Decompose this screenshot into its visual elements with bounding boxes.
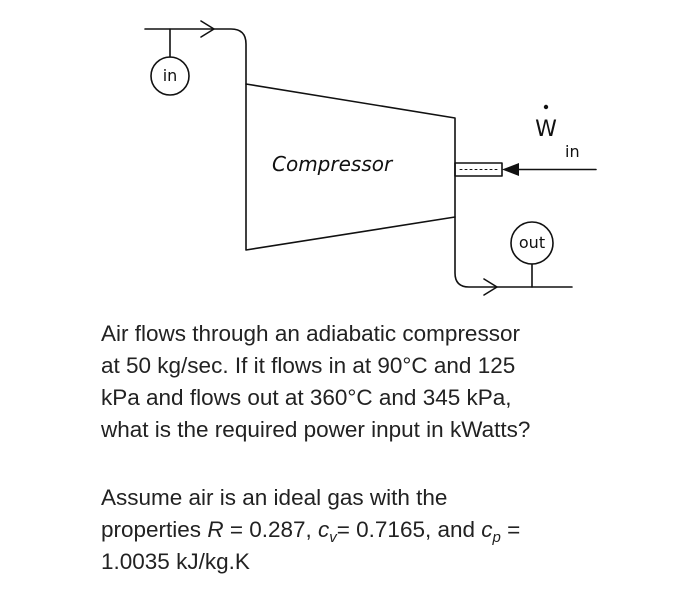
cp-symbol: c xyxy=(481,517,493,542)
inlet-label: in xyxy=(163,66,178,85)
outlet-pipe xyxy=(454,216,573,288)
cv-symbol: c xyxy=(318,517,330,542)
r-symbol: R xyxy=(207,517,224,542)
outlet-flow-arrow xyxy=(483,278,498,296)
cv-subscript: v xyxy=(329,529,337,546)
problem-line-1: Air flows through an adiabatic compresso… xyxy=(101,321,520,346)
assumption-line-1: Assume air is an ideal gas with the xyxy=(101,485,448,510)
assumption-statement: Assume air is an ideal gas with the prop… xyxy=(101,482,681,578)
r-value: = 0.287, xyxy=(223,517,319,542)
compressor-diagram: in out Compressor W in xyxy=(144,20,597,296)
work-input-arrowhead xyxy=(502,163,519,176)
properties-prefix: properties xyxy=(101,517,208,542)
cp-subscript: p xyxy=(492,529,501,546)
inlet-pipe xyxy=(144,28,247,85)
outlet-label: out xyxy=(519,233,545,252)
work-subscript: in xyxy=(565,142,580,161)
problem-line-2: at 50 kg/sec. If it flows in at 90°C and… xyxy=(101,353,516,378)
problem-line-4: what is the required power input in kWat… xyxy=(101,417,531,442)
inlet-flow-arrow xyxy=(200,20,215,38)
work-symbol: W xyxy=(535,117,557,142)
cv-value: = 0.7165, and xyxy=(336,517,482,542)
assumption-line-3: 1.0035 kJ/kg.K xyxy=(101,549,250,574)
work-dot xyxy=(543,104,549,110)
cp-value: = xyxy=(500,517,521,542)
problem-line-3: kPa and flows out at 360°C and 345 kPa, xyxy=(101,385,512,410)
compressor-label: Compressor xyxy=(272,152,394,176)
problem-statement: Air flows through an adiabatic compresso… xyxy=(101,318,681,446)
